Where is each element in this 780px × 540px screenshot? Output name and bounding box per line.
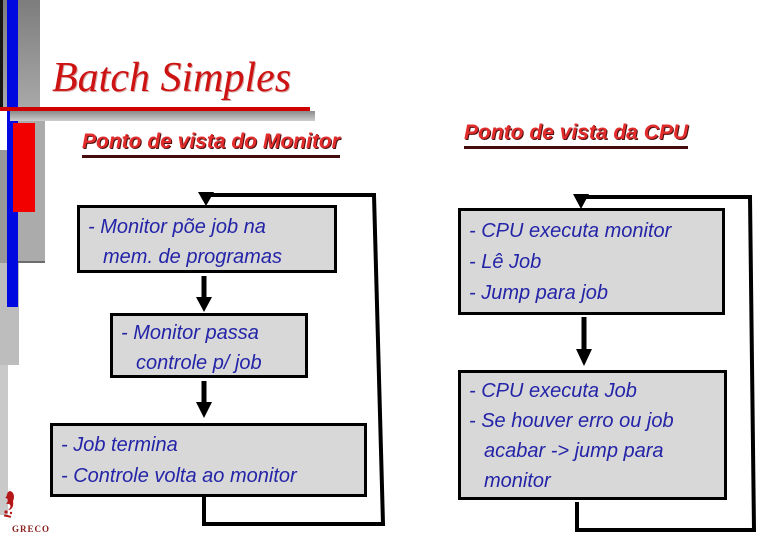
flow-box-line: - Job termina — [61, 434, 178, 456]
flow-box-line: - Jump para job — [469, 282, 608, 304]
arrow-cpu-1-2-head — [576, 349, 592, 366]
arrow-monitor-2-3-head — [196, 402, 212, 418]
arrow-monitor-1-2-head — [196, 297, 212, 312]
flow-box-line: monitor — [484, 470, 551, 492]
deco-title-rule — [0, 107, 310, 111]
column-header-cpu: Ponto de vista da CPU — [464, 121, 689, 149]
flow-box-line: - Se houver erro ou job — [469, 410, 674, 432]
monitor-loop-arrowhead — [198, 192, 214, 206]
flow-box-line: - CPU executa monitor — [469, 220, 672, 242]
deco-blue-bar — [7, 0, 18, 307]
flow-box-monitor-1: - Monitor põe job na mem. de programas — [77, 205, 337, 273]
flow-box-monitor-2: - Monitor passa controle p/ job — [110, 313, 308, 378]
flow-box-line: acabar -> jump para — [484, 440, 664, 462]
flow-box-line: - CPU executa Job — [469, 380, 637, 402]
deco-narrow-light-bar — [0, 365, 8, 515]
column-header-monitor: Ponto de vista do Monitor — [82, 130, 340, 158]
flow-box-cpu-1: - CPU executa monitor - Lê Job - Jump pa… — [458, 208, 725, 315]
deco-red-bar — [13, 123, 35, 212]
flow-box-line: - Controle volta ao monitor — [61, 465, 297, 487]
greco-logo-icon — [3, 491, 14, 518]
deco-left-strip — [0, 150, 7, 263]
flow-box-line: - Lê Job — [469, 251, 542, 273]
deco-rule-shadow — [10, 111, 315, 121]
flow-box-line: mem. de programas — [103, 246, 282, 268]
flow-box-line: - Monitor passa — [121, 322, 259, 344]
flow-box-monitor-3: - Job termina - Controle volta ao monito… — [50, 423, 367, 497]
flow-box-line: - Monitor põe job na — [88, 216, 266, 238]
flow-box-cpu-2: - CPU executa Job - Se houver erro ou jo… — [458, 370, 727, 500]
flow-box-line: controle p/ job — [136, 352, 262, 374]
page-title: Batch Simples — [52, 55, 292, 101]
greco-logo-text: GRECO — [12, 524, 51, 534]
deco-corner-strip — [0, 0, 3, 110]
cpu-loop-arrowhead — [573, 194, 589, 209]
